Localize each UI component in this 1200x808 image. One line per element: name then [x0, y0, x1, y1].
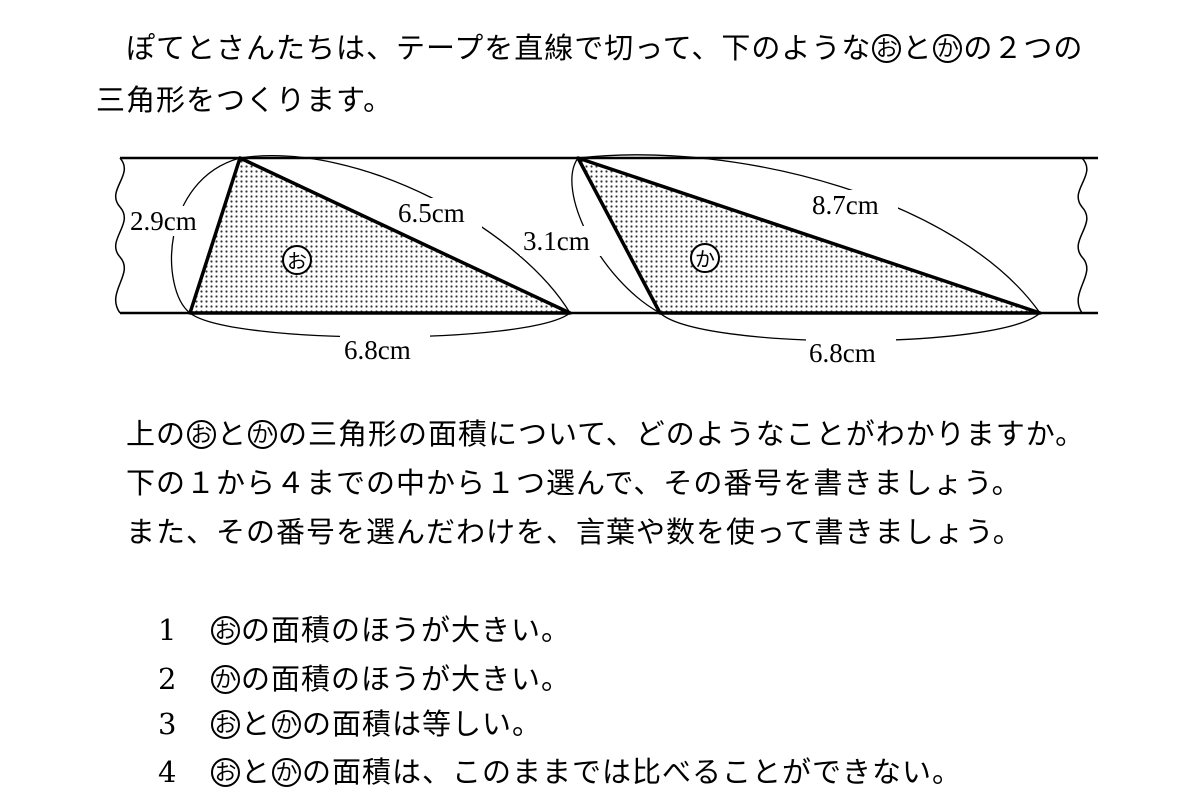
and-text: と: [241, 755, 272, 789]
option-text: の面積は、このままでは比べることができない。: [302, 755, 963, 789]
circled-ka-mark: か: [272, 758, 302, 787]
circled-ka-mark: か: [248, 420, 278, 449]
intro-text-1b: の２つの: [963, 31, 1084, 65]
circled-o-mark: お: [872, 34, 902, 63]
and-text: と: [902, 31, 933, 65]
question-line-3: また、その番号を選んだわけを、言葉や数を使って書きましょう。: [126, 512, 1023, 552]
circled-o-mark: お: [211, 616, 240, 645]
option-number: 3: [158, 707, 178, 741]
intro-text-2: 三角形をつくります。: [96, 83, 394, 117]
option-1: 1 おの面積のほうが大きい。: [158, 610, 571, 650]
question-text-1b: の三角形の面積について、どのようなことがわかりますか。: [278, 417, 1086, 451]
label-o-left-side: 2.9cm: [130, 206, 197, 236]
intro-line-2: 三角形をつくります。: [96, 80, 393, 120]
label-o-right-side: 6.5cm: [398, 198, 465, 228]
circled-ka-mark: か: [272, 710, 302, 739]
option-3: 3 おとかの面積は等しい。: [158, 704, 542, 744]
option-number: 2: [158, 662, 178, 696]
tape-right-end: [1077, 157, 1088, 314]
label-ka-right-side: 8.7cm: [812, 190, 879, 220]
option-text: の面積のほうが大きい。: [241, 613, 572, 647]
arc-ka-right: [577, 154, 1041, 314]
circled-ka-mark: か: [933, 34, 963, 63]
triangle-ka: [576, 156, 1042, 315]
triangle-ka-mark-circle: [690, 243, 720, 273]
triangle-o-mark: お: [287, 249, 307, 273]
arc-o-base: [189, 312, 571, 338]
triangle-ka-mark: か: [695, 247, 715, 271]
arc-o-right: [239, 155, 571, 314]
question-line-1: 上のおとかの三角形の面積について、どのようなことがわかりますか。: [126, 414, 1085, 454]
triangle-o-mark-circle: [282, 245, 312, 275]
option-number: 4: [158, 755, 178, 789]
option-number: 1: [158, 613, 178, 647]
intro-text-1: ぽてとさんたちは、テープを直線で切って、下のような: [126, 31, 872, 65]
intro-line-1: ぽてとさんたちは、テープを直線で切って、下のようなおとかの２つの: [126, 28, 1083, 68]
question-line-2: 下の１から４までの中から１つ選んで、その番号を書きましょう。: [126, 463, 1022, 503]
circled-ka-mark: か: [211, 665, 240, 694]
option-2: 2 かの面積のほうが大きい。: [158, 659, 571, 699]
question-text-2: 下の１から４までの中から１つ選んで、その番号を書きましょう。: [126, 466, 1022, 500]
circled-o-mark: お: [187, 420, 217, 449]
label-o-base: 6.8cm: [344, 335, 411, 365]
and-text: と: [241, 707, 272, 741]
option-4: 4 おとかの面積は、このままでは比べることができない。: [158, 752, 962, 792]
circled-o-mark: お: [211, 710, 240, 739]
label-ka-base: 6.8cm: [809, 338, 876, 368]
label-ka-left-side: 3.1cm: [523, 226, 590, 256]
circled-o-mark: お: [211, 758, 240, 787]
tape-left-end: [114, 157, 126, 314]
option-text: の面積は等しい。: [302, 707, 543, 741]
option-text: の面積のほうが大きい。: [241, 662, 572, 696]
question-text-1a: 上の: [126, 417, 187, 451]
question-text-3: また、その番号を選んだわけを、言葉や数を使って書きましょう。: [126, 515, 1023, 549]
triangle-o: [188, 156, 572, 315]
arc-ka-base: [659, 312, 1041, 342]
and-text: と: [217, 417, 248, 451]
